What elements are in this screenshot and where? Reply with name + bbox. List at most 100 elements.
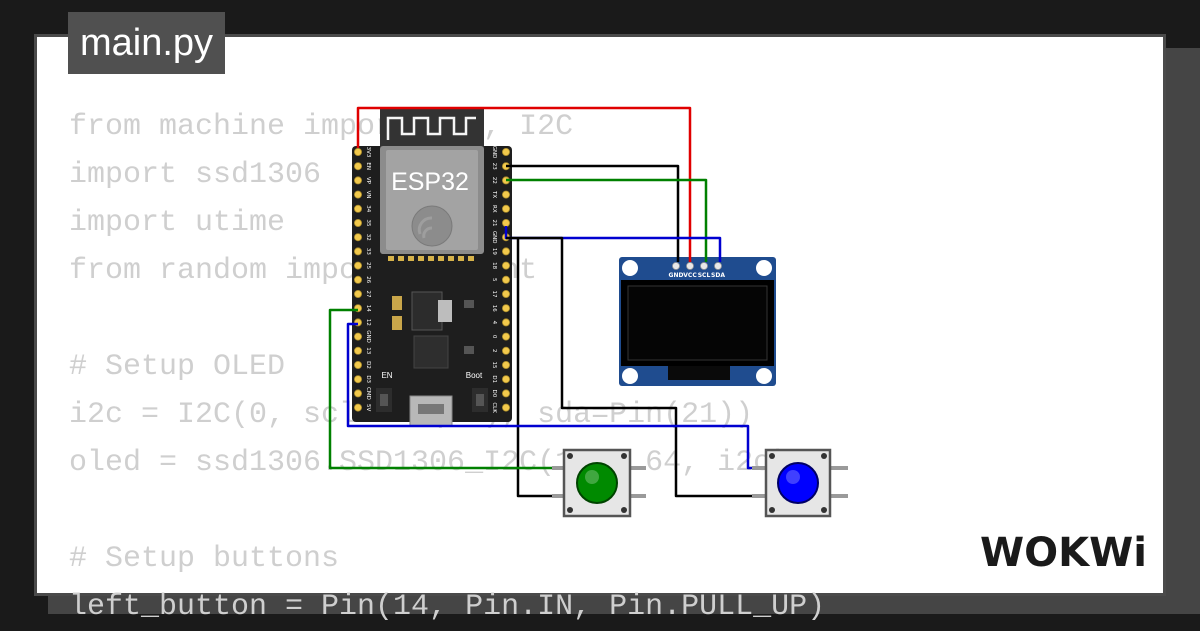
oled-pin[interactable] <box>686 262 694 270</box>
esp32-pin[interactable] <box>501 304 510 313</box>
esp32-pin-label: CMD <box>365 387 371 400</box>
oled-pin-label: GND <box>669 272 684 279</box>
esp32-pin[interactable] <box>353 233 362 242</box>
wire-pin14 <box>328 308 566 470</box>
esp32-pin-label: 14 <box>365 305 371 312</box>
esp32-pin-label: GND <box>491 146 497 159</box>
esp32-pin[interactable] <box>353 190 362 199</box>
esp32-pin[interactable] <box>353 289 362 298</box>
esp32-pin-label: D0 <box>491 390 497 398</box>
esp32-pin-label: 0 <box>491 335 497 339</box>
esp32-pin-label: 12 <box>365 319 371 326</box>
wire-gnd-buttons <box>506 236 766 498</box>
esp32-pin[interactable] <box>353 275 362 284</box>
esp32-pin-label: 27 <box>365 291 371 298</box>
esp32-pin-label: 32 <box>365 234 371 241</box>
esp32-pin[interactable] <box>501 147 510 156</box>
esp32-pin-label: 21 <box>491 220 497 227</box>
esp32-pin-label: VN <box>365 191 371 199</box>
esp32-pin-label: 34 <box>365 205 371 212</box>
esp32-label: ESP32 <box>391 168 469 196</box>
oled-pin[interactable] <box>714 262 722 270</box>
esp32-pin-label: TX <box>491 190 497 198</box>
wire-pin12 <box>346 322 766 470</box>
code-line: import utime <box>69 206 286 240</box>
oled-pin[interactable] <box>672 262 680 270</box>
esp32-pin[interactable] <box>353 218 362 227</box>
esp32-pin-label: 23 <box>491 163 497 170</box>
esp32-pin-label: VP <box>365 177 371 185</box>
wokwi-logo-text: WOKWi <box>980 530 1147 576</box>
wire-sda <box>504 226 722 262</box>
esp32-pin[interactable] <box>353 360 362 369</box>
esp32-pin-label: 19 <box>491 248 497 255</box>
wire-scl <box>506 178 708 262</box>
code-line: # Setup buttons <box>69 542 340 576</box>
esp32-pin[interactable] <box>353 162 362 171</box>
esp32-pin-label: EN <box>365 162 371 170</box>
esp32-pin[interactable] <box>501 275 510 284</box>
esp32-pin[interactable] <box>501 218 510 227</box>
code-line: # Setup OLED <box>69 350 286 384</box>
code-line: left_button = Pin(14, Pin.IN, Pin.PULL_U… <box>69 590 826 624</box>
blue-pushbutton[interactable] <box>752 448 848 518</box>
file-tab[interactable]: main.py <box>68 12 226 74</box>
esp32-pin[interactable] <box>501 360 510 369</box>
esp32-pin-label: RX <box>491 205 497 213</box>
esp32-pin-label: 35 <box>365 220 371 227</box>
esp32-pin[interactable] <box>353 403 362 412</box>
esp32-pin-label: GND <box>365 330 371 343</box>
esp32-pin[interactable] <box>501 346 510 355</box>
esp32-pin-label: 5 <box>491 278 497 282</box>
esp32-pin[interactable] <box>501 375 510 384</box>
esp32-pin-label: 15 <box>491 362 497 369</box>
wire-gnd-green <box>516 238 566 498</box>
esp32-pin-label: 22 <box>491 177 497 184</box>
esp32-pin[interactable] <box>353 261 362 270</box>
esp32-pin[interactable] <box>353 375 362 384</box>
esp32-pin[interactable] <box>353 147 362 156</box>
esp32-pin[interactable] <box>353 346 362 355</box>
esp32-pin[interactable] <box>353 176 362 185</box>
esp32-pin[interactable] <box>353 332 362 341</box>
esp32-pin[interactable] <box>501 289 510 298</box>
boot-label: Boot <box>466 371 483 380</box>
oled-pin[interactable] <box>700 262 708 270</box>
esp32-board[interactable]: ESP32 EN Boot 3V3ENVPVN34353233252627141… <box>352 108 512 427</box>
oled-pin-label: SCL <box>698 272 711 279</box>
esp32-pin[interactable] <box>501 318 510 327</box>
esp32-pin[interactable] <box>501 247 510 256</box>
esp32-pin[interactable] <box>353 389 362 398</box>
esp32-pin-label: 33 <box>365 248 371 255</box>
esp32-pin[interactable] <box>501 403 510 412</box>
esp32-pin-label: D2 <box>365 361 371 369</box>
code-line: import ssd1306 <box>69 158 322 192</box>
wire-vcc <box>356 106 692 262</box>
oled-pin-label: VCC <box>683 272 697 279</box>
esp32-pin[interactable] <box>501 389 510 398</box>
esp32-pin[interactable] <box>353 204 362 213</box>
esp32-pin-label: 25 <box>365 262 371 269</box>
code-line: oled = ssd1306.SSD1306_I2C(128, 64, i2c) <box>69 446 790 480</box>
esp32-pin-label: 2 <box>491 349 497 353</box>
esp32-pin-label: CLK <box>491 402 497 413</box>
esp32-pin[interactable] <box>501 332 510 341</box>
esp32-pin[interactable] <box>353 247 362 256</box>
esp32-left-pins: 3V3ENVPVN343532332526271412GND13D2D3CMD5… <box>353 147 371 412</box>
esp32-pin[interactable] <box>501 190 510 199</box>
esp32-pin[interactable] <box>501 261 510 270</box>
green-pushbutton[interactable] <box>552 448 646 518</box>
esp32-pin-label: 5V <box>365 404 371 411</box>
esp32-pin-label: 26 <box>365 276 371 283</box>
esp32-pin-label: D1 <box>491 375 497 383</box>
esp32-pin-label: GND <box>491 231 497 244</box>
oled-pin-label: SDA <box>711 272 725 279</box>
esp32-pin[interactable] <box>501 204 510 213</box>
esp32-pin-label: 4 <box>491 321 497 325</box>
